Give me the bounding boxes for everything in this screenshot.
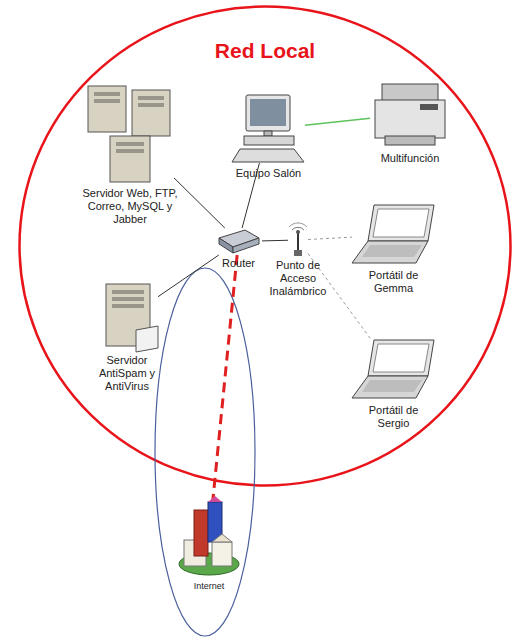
icon-part — [352, 376, 428, 398]
wireless-link — [308, 237, 352, 239]
icon-part — [368, 205, 434, 241]
network-title: Red Local — [18, 39, 512, 63]
device-label: Multifunción — [365, 152, 455, 165]
icon-part — [297, 232, 299, 252]
network-device: Servidor AntiSpam y AntiVirus — [96, 284, 158, 352]
icon-part — [212, 542, 232, 566]
network-device: Router — [215, 228, 262, 255]
icon-part — [138, 96, 164, 100]
network-device: Internet — [178, 500, 240, 578]
icon-part — [233, 238, 259, 253]
boundary-circle — [18, 5, 512, 487]
icon-part — [136, 326, 158, 352]
icon-part — [382, 84, 438, 102]
icon-part — [94, 99, 120, 103]
icon-part — [250, 99, 286, 126]
icon-part — [292, 227, 304, 230]
device-label: Equipo Salón — [224, 167, 314, 180]
icon-part — [110, 136, 150, 182]
network-device: Servidor Web, FTP, Correo, MySQL y Jabbe… — [86, 86, 174, 183]
device-icon — [232, 95, 305, 163]
icon-part — [352, 241, 428, 263]
icon-part — [232, 149, 304, 162]
device-icon — [288, 224, 308, 256]
icon-part — [294, 250, 302, 256]
icon-part — [289, 223, 307, 227]
network-device: Portátil de Gemma — [352, 205, 435, 265]
icon-part — [112, 304, 144, 308]
device-label: Portátil de Sergio — [354, 404, 434, 430]
internet-link-ellipse — [155, 268, 255, 636]
icon-part — [138, 103, 164, 107]
icon-part — [20, 7, 511, 486]
network-device: Equipo Salón — [232, 95, 305, 163]
icon-part — [116, 149, 144, 153]
internet-link — [213, 255, 237, 500]
icon-part — [373, 209, 429, 237]
icon-part — [219, 238, 233, 253]
icon-part — [116, 142, 144, 146]
icon-part — [246, 95, 290, 131]
device-label: Punto de Acceso Inalámbrico — [258, 259, 338, 298]
icon-part — [88, 86, 126, 132]
icon-part — [385, 136, 435, 145]
device-label: Servidor Web, FTP, Correo, MySQL y Jabbe… — [74, 187, 186, 226]
device-label: Servidor AntiSpam y AntiVirus — [87, 354, 167, 393]
device-icon — [86, 86, 174, 183]
network-cable — [174, 178, 225, 228]
icon-part — [212, 534, 232, 542]
network-device: Punto de Acceso Inalámbrico — [288, 224, 308, 256]
network-cable — [158, 255, 219, 297]
network-cable — [305, 118, 370, 125]
device-icon — [352, 205, 435, 265]
network-boundary: Red LocalServidor Web, FTP, Correo, MySQ… — [18, 5, 512, 487]
device-icon — [178, 500, 240, 578]
device-icon — [370, 80, 450, 148]
icon-part — [362, 380, 422, 392]
icon-part — [420, 104, 438, 110]
icon-part — [362, 245, 422, 257]
device-icon — [96, 284, 158, 352]
device-icon — [215, 228, 262, 255]
icon-part — [194, 510, 208, 556]
network-device: Portátil de Sergio — [352, 340, 435, 400]
icon-part — [112, 290, 144, 294]
icon-part — [375, 100, 445, 138]
icon-part — [132, 90, 170, 136]
icon-part — [208, 496, 222, 502]
cloud-label: Internet — [179, 580, 239, 593]
icon-part — [264, 131, 272, 136]
icon-part — [296, 230, 300, 234]
device-icon — [352, 340, 435, 400]
device-label: Portátil de Gemma — [354, 269, 434, 295]
device-label: Router — [209, 257, 269, 270]
network-device: Multifunción — [370, 80, 450, 148]
icon-part — [368, 340, 434, 376]
icon-part — [112, 297, 144, 301]
network-cable — [262, 240, 288, 242]
icon-part — [373, 344, 429, 372]
icon-part — [94, 92, 120, 96]
icon-part — [244, 136, 294, 145]
